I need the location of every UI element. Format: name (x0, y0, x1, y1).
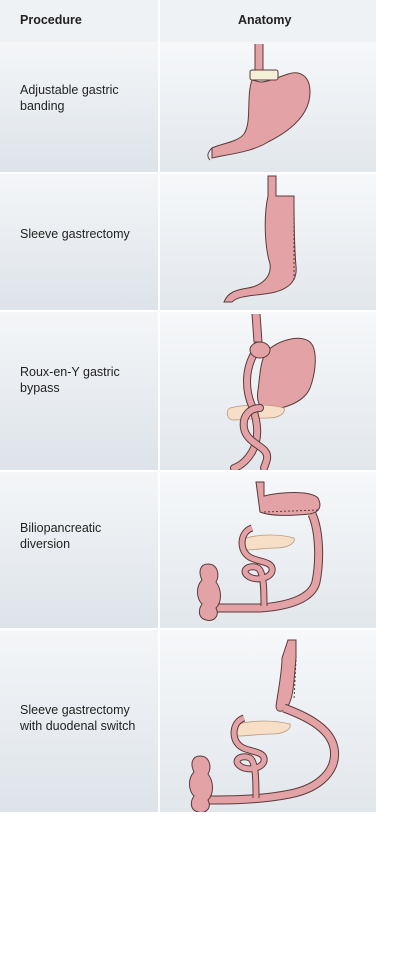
gastric-banding-illustration (207, 44, 311, 161)
header-anatomy: Anatomy (238, 13, 292, 27)
procedure-label: Adjustable gastric banding (20, 83, 119, 113)
procedure-label: Sleeve gastrectomy (20, 227, 130, 241)
anatomy-cell (160, 174, 376, 310)
duodenal-switch-illustration (189, 639, 340, 812)
anatomy-cell (160, 630, 376, 812)
row-adjustable-gastric-banding: Adjustable gastric banding (0, 42, 376, 172)
roux-en-y-illustration (226, 313, 316, 470)
procedure-label: Sleeve gastrectomy with duodenal switch (20, 703, 136, 733)
row-roux-en-y-gastric-bypass: Roux-en-Y gastric bypass (0, 312, 376, 470)
row-biliopancreatic-diversion: Biliopancreatic diversion (0, 472, 376, 628)
header-procedure: Procedure (20, 13, 82, 27)
sleeve-gastrectomy-illustration (223, 175, 297, 303)
header-procedure-cell: Procedure (0, 0, 158, 42)
procedure-label: Roux-en-Y gastric bypass (20, 365, 120, 395)
procedure-label: Biliopancreatic diversion (20, 521, 102, 551)
anatomy-cell (160, 472, 376, 628)
header-anatomy-cell: Anatomy (160, 0, 376, 42)
anatomy-cell (160, 312, 376, 470)
row-sleeve-gastrectomy-duodenal-switch: Sleeve gastrectomy with duodenal switch (0, 630, 376, 812)
gastric-band (249, 69, 279, 81)
anatomy-cell (160, 42, 376, 172)
row-sleeve-gastrectomy: Sleeve gastrectomy (0, 174, 376, 310)
biliopancreatic-diversion-illustration (197, 481, 324, 621)
